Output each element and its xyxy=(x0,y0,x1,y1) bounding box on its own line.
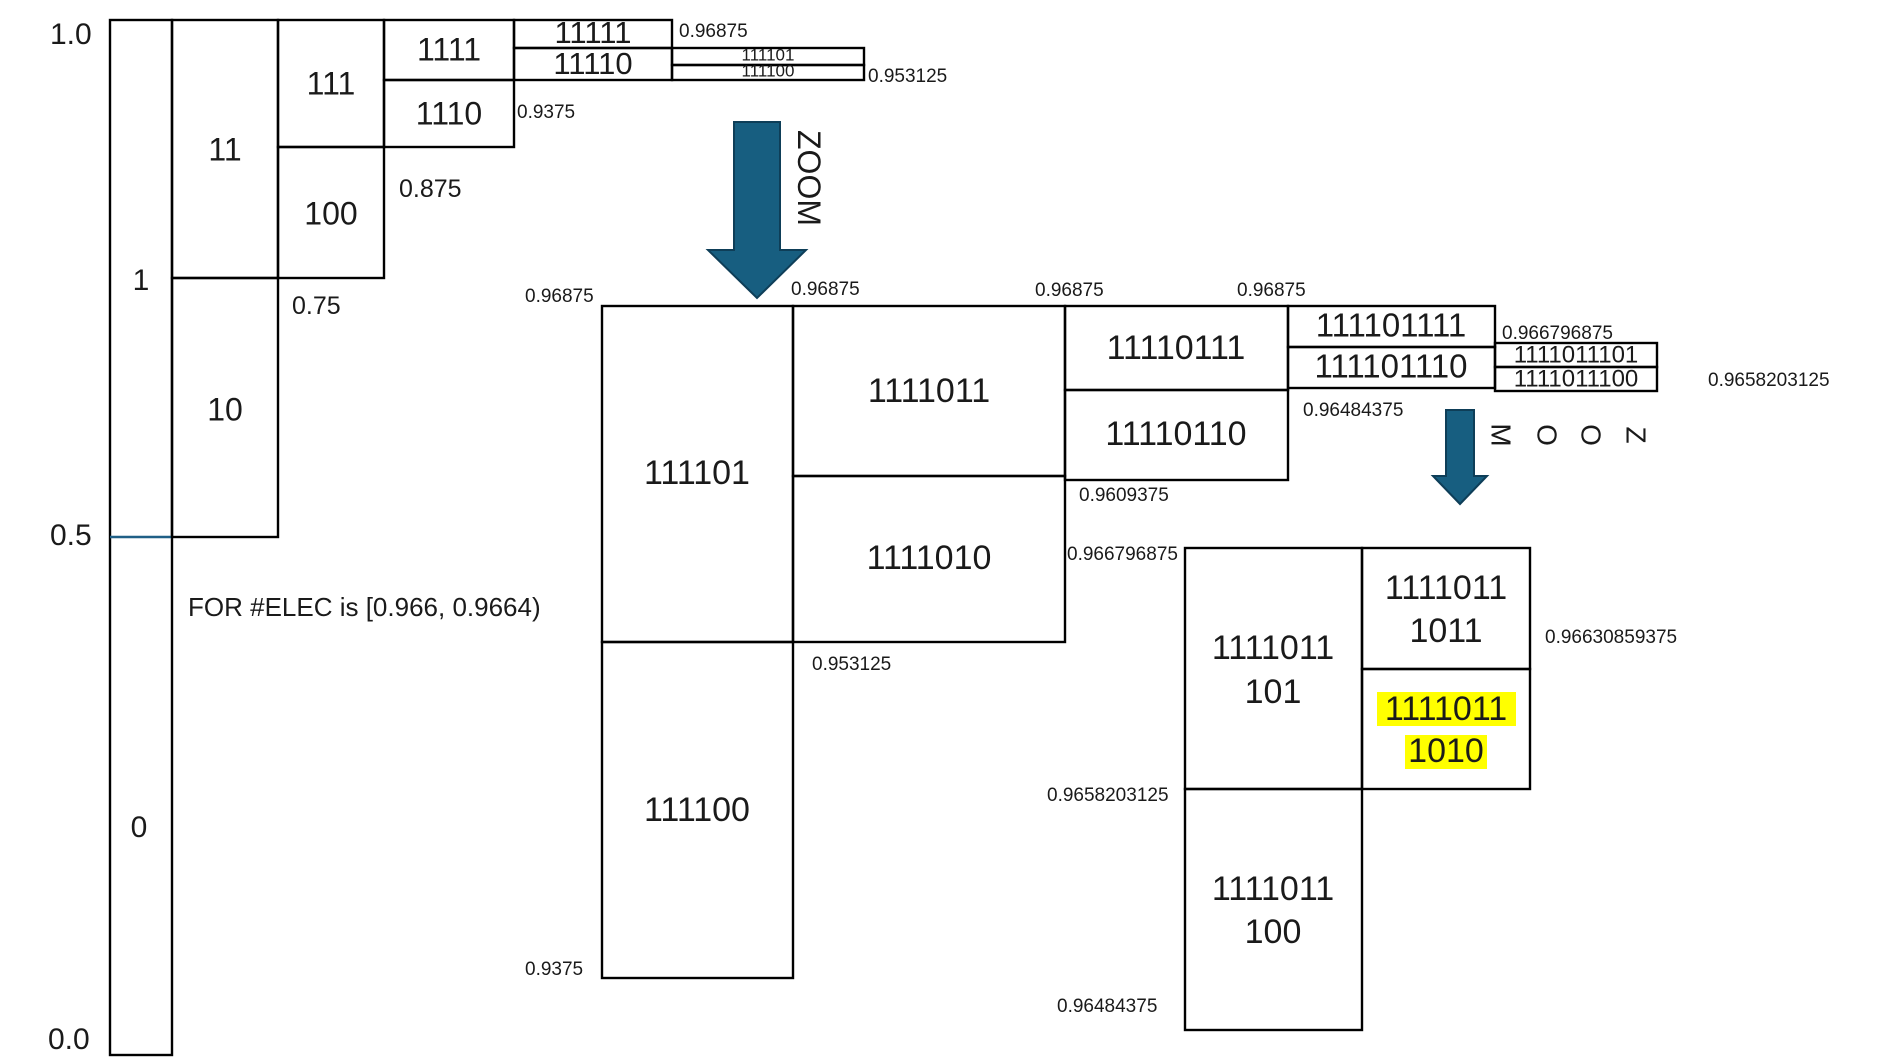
value-0.875: 0.875 xyxy=(399,175,462,203)
node-box-100 xyxy=(276,145,386,280)
node-1111011100-line1: 1111011 xyxy=(1212,870,1334,908)
node-1111011100-line2: 100 xyxy=(1245,913,1302,951)
node-1: 1 xyxy=(133,264,150,297)
value-0.9658203125-lower: 0.9658203125 xyxy=(1047,785,1169,806)
node-11110111010-line2: 1010 xyxy=(1408,732,1484,770)
node-box-10 xyxy=(170,276,280,539)
value-0.953125-middle: 0.953125 xyxy=(812,654,891,675)
node-box-1111011100-small xyxy=(1493,365,1659,393)
elec-interval-note: FOR #ELEC is [0.966, 0.9664) xyxy=(188,592,541,622)
value-0.96875-left: 0.96875 xyxy=(525,286,594,307)
node-1111011101-small: 1111011101 xyxy=(1514,341,1639,368)
node-11110110: 11110110 xyxy=(1105,415,1246,453)
value-0.96484375-upper: 0.96484375 xyxy=(1303,400,1403,421)
node-10: 10 xyxy=(207,391,243,427)
node-111100-small: 111100 xyxy=(742,61,795,80)
value-0.9658203125-upper: 0.9658203125 xyxy=(1708,370,1830,391)
node-111101: 111101 xyxy=(644,454,750,492)
node-0: 0 xyxy=(131,811,148,844)
zoom2-letter-z: Z xyxy=(1621,426,1652,443)
node-111: 111 xyxy=(307,65,356,101)
highlight-line1 xyxy=(1377,692,1516,726)
zoom2-letter-o1: O xyxy=(1576,424,1607,446)
node-11110111010-line1: 1111011 xyxy=(1385,690,1507,728)
node-1111011100-small: 1111011100 xyxy=(1514,365,1639,392)
node-11110111011-line2: 1011 xyxy=(1409,612,1482,650)
node-11111: 11111 xyxy=(554,15,631,50)
zoom-arrow-large-icon xyxy=(705,121,809,300)
node-11110111: 11110111 xyxy=(1107,329,1246,367)
value-0.96484375-lower: 0.96484375 xyxy=(1057,996,1157,1017)
node-box-1110 xyxy=(382,78,516,149)
node-box-111100 xyxy=(600,640,795,980)
node-111101111: 111101111 xyxy=(1316,307,1466,344)
value-0.96630859375: 0.96630859375 xyxy=(1545,627,1677,648)
node-box-11110110 xyxy=(1063,388,1290,482)
axis-label-half: 0.5 xyxy=(50,519,92,552)
value-0.966796875-upper: 0.966796875 xyxy=(1502,323,1613,344)
node-100: 100 xyxy=(304,195,357,231)
value-0.966796875-lower: 0.966796875 xyxy=(1067,544,1178,565)
node-1111010: 1111010 xyxy=(867,539,992,577)
node-111101-small: 111101 xyxy=(742,45,795,64)
node-box-11110111010 xyxy=(1360,667,1532,791)
node-111101110: 111101110 xyxy=(1315,348,1468,385)
value-0.96875-col3: 0.96875 xyxy=(1035,280,1104,301)
node-box-111100-small xyxy=(670,63,866,82)
zoom-label-vertical: ZOOM xyxy=(791,130,827,226)
node-box-1111011100 xyxy=(1183,787,1364,1032)
value-0.96875-col4: 0.96875 xyxy=(1237,280,1306,301)
axis-label-bottom: 0.0 xyxy=(48,1023,90,1056)
zoom-arrow-small-icon xyxy=(1430,409,1490,506)
node-11110: 11110 xyxy=(553,46,632,81)
node-1110: 1110 xyxy=(416,95,482,131)
node-1111011101-line2: 101 xyxy=(1245,673,1302,711)
value-0.75: 0.75 xyxy=(292,292,341,320)
node-box-1111010 xyxy=(791,474,1067,644)
node-box-1111011101 xyxy=(1183,546,1364,791)
value-0.9609375: 0.9609375 xyxy=(1079,485,1169,506)
value-0.953125-top: 0.953125 xyxy=(868,66,947,87)
value-0.9375-middle: 0.9375 xyxy=(525,959,583,980)
value-0.9375-top: 0.9375 xyxy=(517,102,575,123)
node-box-11110111011 xyxy=(1360,546,1532,671)
zoom2-letter-o2: O xyxy=(1532,424,1563,446)
axis-label-top: 1.0 xyxy=(50,18,92,51)
value-0.96875-top: 0.96875 xyxy=(679,21,748,42)
node-11110111011-line1: 1111011 xyxy=(1385,569,1507,607)
node-1111: 1111 xyxy=(417,31,481,67)
node-1111011101-line1: 1111011 xyxy=(1212,629,1334,667)
node-11: 11 xyxy=(208,131,241,167)
node-111100: 111100 xyxy=(644,791,750,829)
value-0.96875-col2: 0.96875 xyxy=(791,279,860,300)
node-1111011: 1111011 xyxy=(868,372,990,410)
zoom2-letter-m: M xyxy=(1486,423,1517,446)
highlight-line2 xyxy=(1405,735,1487,769)
